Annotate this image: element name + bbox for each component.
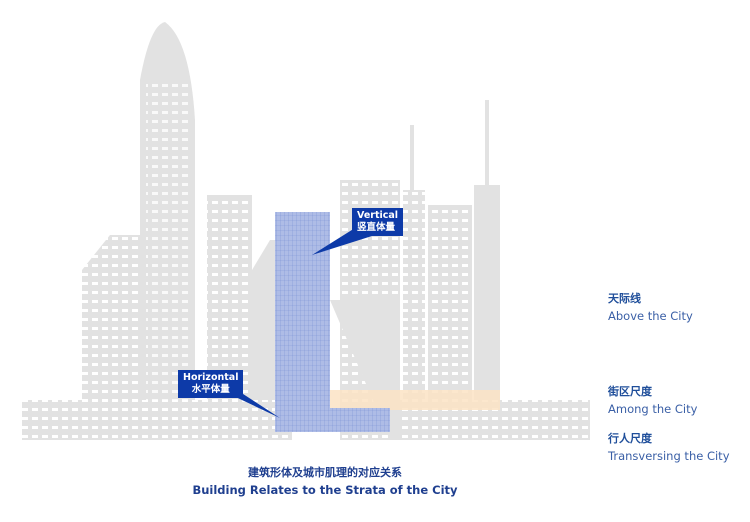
level-zh: 行人尺度	[608, 432, 652, 445]
horizontal-label-en: Horizontal	[183, 372, 239, 383]
level-skyline: 天际线 Above the City	[608, 290, 693, 323]
level-en: Among the City	[608, 402, 698, 416]
vertical-label-zh: 竖直体量	[357, 222, 396, 233]
horizontal-callout: Horizontal 水平体量	[178, 370, 244, 398]
vertical-label-en: Vertical	[357, 210, 399, 221]
level-en: Transversing the City	[608, 449, 730, 463]
level-en: Above the City	[608, 309, 693, 323]
caption-en: Building Relates to the Strata of the Ci…	[192, 483, 458, 497]
street-level-band	[280, 390, 500, 410]
level-block: 街区尺度 Among the City	[608, 383, 697, 416]
level-zh: 街区尺度	[608, 385, 652, 398]
vertical-callout: Vertical 竖直体量	[352, 208, 404, 236]
horizontal-pointer	[225, 392, 280, 418]
vertical-volume	[275, 212, 330, 432]
level-zh: 天际线	[608, 292, 641, 305]
caption-zh: 建筑形体及城市肌理的对应关系	[248, 466, 402, 479]
horizontal-volume	[275, 408, 390, 432]
level-pedestrian: 行人尺度 Transversing the City	[608, 430, 730, 463]
horizontal-label-zh: 水平体量	[191, 384, 230, 395]
